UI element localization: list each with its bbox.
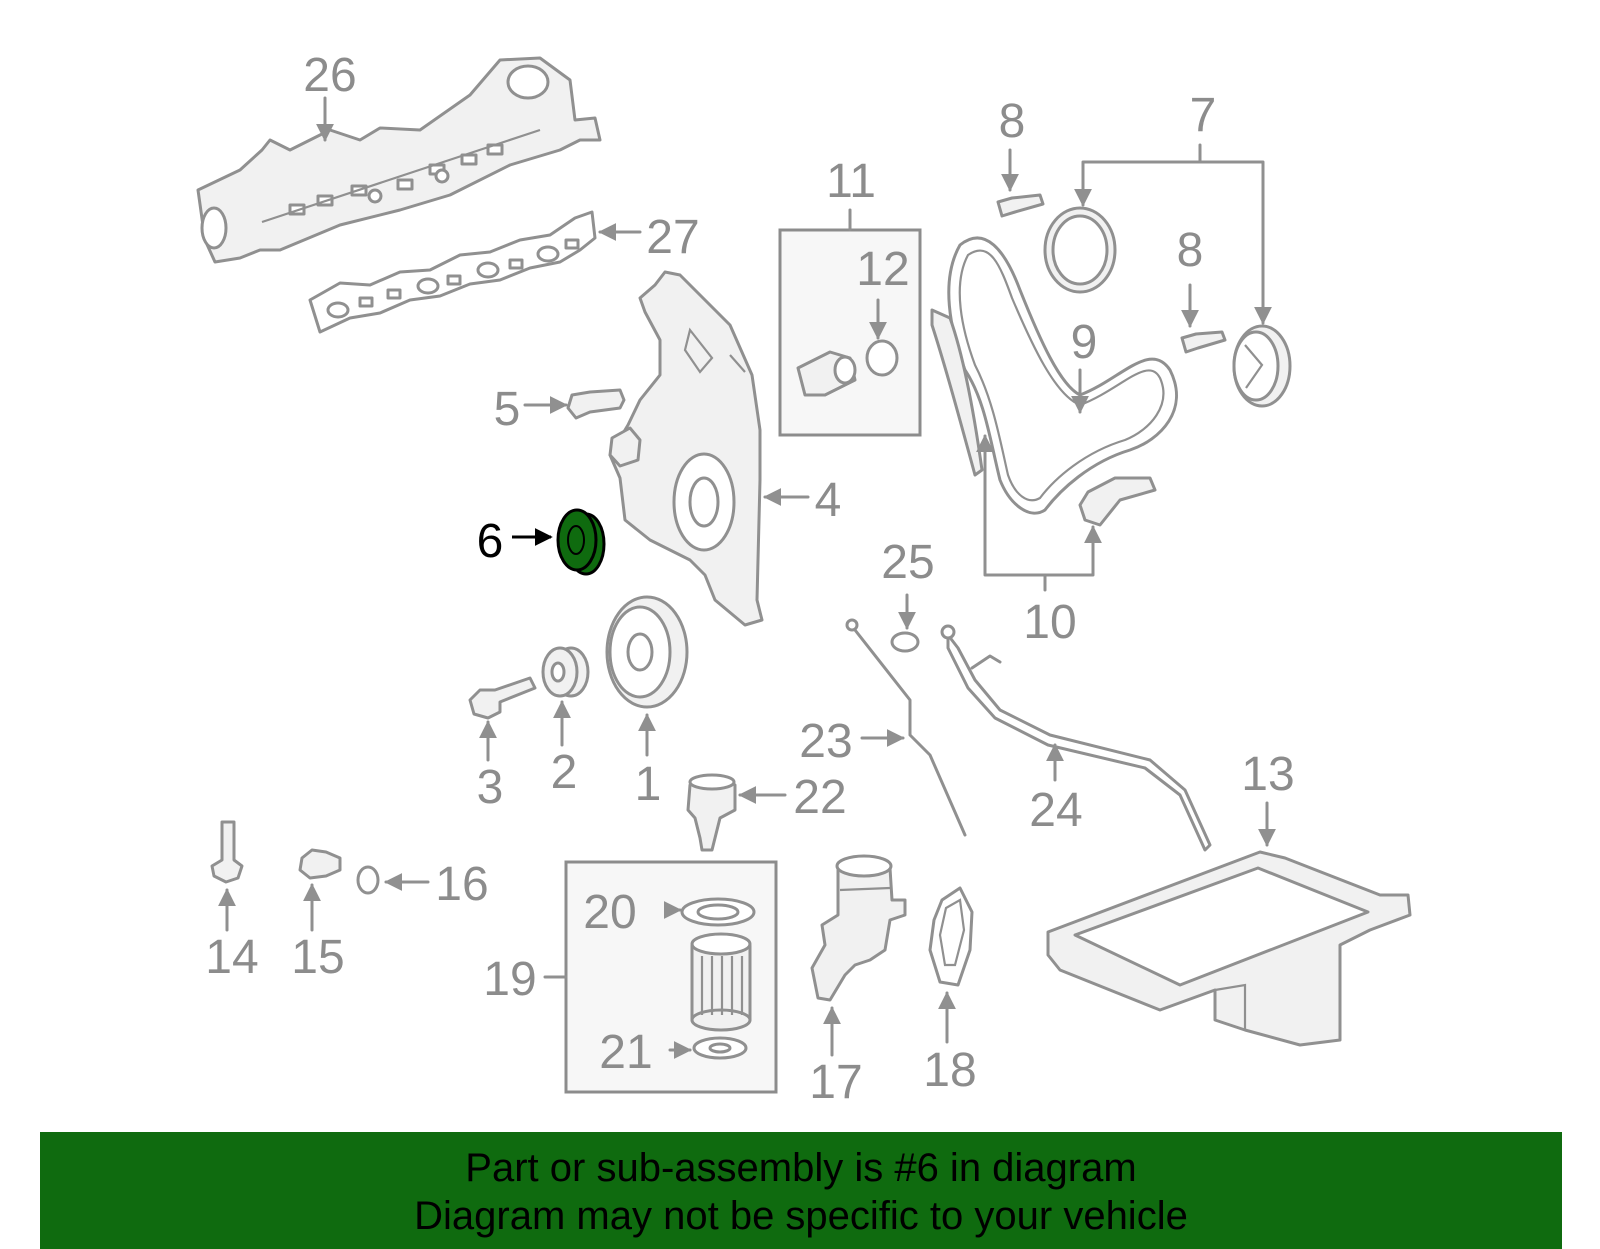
label-6-highlight: 6: [477, 515, 504, 568]
label-16: 16: [435, 858, 488, 911]
part-22-filter-cap: [686, 773, 737, 852]
part-23-dipstick: [845, 618, 967, 837]
part-18-housing-gasket: [928, 886, 974, 987]
label-11: 11: [826, 155, 876, 208]
label-24: 24: [1029, 784, 1082, 837]
part-15-plug: [298, 848, 342, 880]
label-5: 5: [494, 383, 521, 436]
part-9-timing-chain: [947, 236, 1178, 515]
label-8-upper: 8: [999, 95, 1026, 148]
label-18: 18: [923, 1044, 976, 1097]
banner-line-part-number: Part or sub-assembly is #6 in diagram: [465, 1146, 1137, 1190]
callout-labels: 26 27 11 12 8 7 8 9 5 4 6 25 10 23 24 3 …: [205, 49, 1294, 1109]
label-22: 22: [793, 771, 846, 824]
part-27-intake-gasket: [308, 210, 597, 334]
label-8-lower: 8: [1177, 224, 1204, 277]
part-16-oring: [356, 865, 380, 895]
part-17-filter-housing: [810, 854, 907, 1002]
label-17: 17: [809, 1056, 862, 1109]
label-9: 9: [1071, 316, 1098, 369]
label-12: 12: [856, 243, 909, 296]
label-13: 13: [1241, 748, 1294, 801]
part-10-chain-guides: [930, 308, 1157, 527]
banner-line-disclaimer: Diagram may not be specific to your vehi…: [414, 1194, 1188, 1238]
part-19-filter-kit-box: [564, 860, 778, 1094]
label-20: 20: [583, 886, 636, 939]
part-5-bolt: [566, 388, 626, 420]
label-3: 3: [477, 761, 504, 814]
label-1: 1: [635, 758, 662, 811]
label-21: 21: [599, 1026, 652, 1079]
part-11-kit-box: [778, 228, 922, 437]
label-15: 15: [291, 931, 344, 984]
parts-diagram: 26 27 11 12 8 7 8 9 5 4 6 25 10 23 24 3 …: [196, 49, 1412, 1109]
part-3-crank-bolt: [468, 676, 537, 720]
label-4: 4: [815, 474, 842, 527]
part-6-seal-highlighted: [556, 508, 606, 576]
info-banner: Part or sub-assembly is #6 in diagram Di…: [40, 1132, 1562, 1249]
label-26: 26: [303, 49, 356, 102]
leader-lines: [218, 96, 1276, 1059]
part-13-oil-pan: [1046, 850, 1412, 1047]
label-14: 14: [205, 931, 258, 984]
part-14-stud: [210, 820, 244, 884]
part-1-crank-pulley: [605, 595, 689, 709]
label-27: 27: [646, 211, 699, 264]
part-2-washer: [541, 646, 590, 698]
part-7-sprockets: [1043, 206, 1292, 408]
part-26-intake-manifold: [196, 56, 602, 264]
label-2: 2: [551, 746, 578, 799]
part-24-dipstick-tube: [940, 624, 1212, 852]
label-25: 25: [881, 536, 934, 589]
label-10: 10: [1023, 596, 1076, 649]
part-4-timing-cover: [608, 270, 764, 627]
label-23: 23: [799, 715, 852, 768]
part-25-oring: [890, 631, 920, 653]
label-7: 7: [1190, 89, 1217, 142]
part-8-bolts: [996, 193, 1227, 354]
label-19: 19: [483, 953, 536, 1006]
